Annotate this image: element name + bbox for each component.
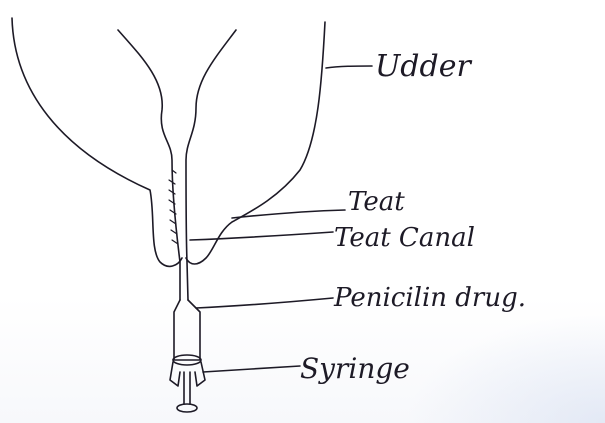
udder-outline — [12, 18, 325, 266]
teat-inner-left — [118, 30, 180, 300]
teat-canal-leader — [190, 232, 333, 240]
label-penicilin-drug: Penicilin drug. — [333, 283, 526, 313]
syringe-leader — [203, 366, 300, 372]
syringe-plunger — [170, 355, 205, 412]
teat-leader — [232, 210, 345, 218]
drug-leader — [196, 298, 333, 308]
teat-inner-right — [186, 30, 236, 300]
label-udder: Udder — [375, 49, 472, 84]
label-teat-canal: Teat Canal — [334, 223, 475, 253]
label-syringe: Syringe — [300, 352, 410, 385]
syringe-barrel — [174, 300, 200, 360]
label-teat: Teat — [348, 187, 405, 217]
udder-leader — [326, 66, 372, 68]
